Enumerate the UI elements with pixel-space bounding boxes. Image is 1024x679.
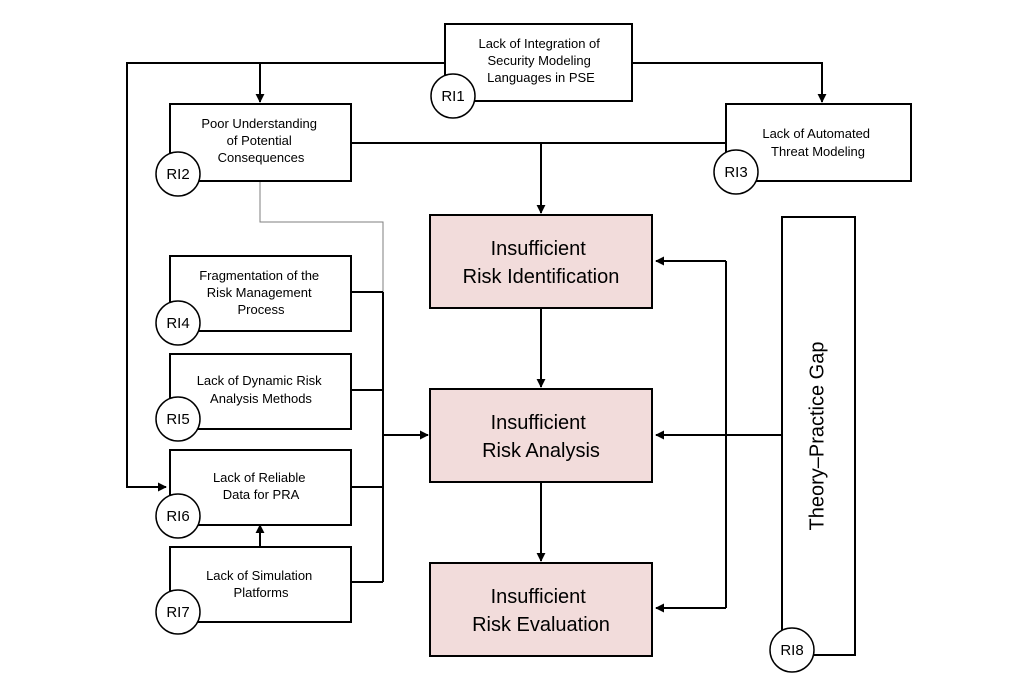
svg-text:Insufficient Risk Identi: Insufficient Risk Identification	[463, 238, 620, 288]
badge-ri7: RI7	[166, 604, 189, 621]
issue-ri1-line-3: Languages in PSE	[487, 70, 595, 85]
issue-box-ri7: Lack of Simulation Platforms RI7	[155, 546, 352, 635]
issue-ri6-line-2: Data for PRA	[223, 487, 300, 502]
issue-ri2-line-1: Poor Understanding	[201, 116, 317, 131]
issue-ri1-line-1: Lack of Integration of	[478, 36, 600, 51]
gap-label: Theory–Practice Gap	[806, 342, 828, 531]
issue-ri4-line-3: Process	[238, 302, 285, 317]
svg-text:Lack of Dynamic Risk Ana: Lack of Dynamic Risk Analysis Methods	[197, 373, 326, 406]
issue-ri2-line-3: Consequences	[218, 150, 305, 165]
badge-ri5: RI5	[166, 411, 189, 428]
badge-ri2: RI2	[166, 166, 189, 183]
svg-text:Poor Understanding of Po: Poor Understanding of Potential Conseque…	[201, 116, 320, 165]
svg-text:Lack of Automated Threat: Lack of Automated Threat Modeling	[762, 126, 873, 159]
issue-box-ri6: Lack of Reliable Data for PRA RI6	[155, 449, 352, 539]
issue-ri4-line-1: Fragmentation of the	[199, 268, 319, 283]
issue-ri7-line-2: Platforms	[234, 585, 289, 600]
issue-box-ri4: Fragmentation of the Risk Management Pro…	[155, 255, 352, 346]
svg-text:Lack of Simulation Platf: Lack of Simulation Platforms	[206, 568, 316, 600]
risk-box-analysis: Insufficient Risk Analysis	[429, 388, 653, 483]
risk-identification-line-2: Risk Identification	[463, 266, 620, 288]
risk-evaluation-line-2: Risk Evaluation	[472, 614, 610, 636]
risk-box-evaluation: Insufficient Risk Evaluation	[429, 562, 653, 657]
risk-analysis-line-1: Insufficient	[491, 412, 587, 434]
connectors	[126, 62, 827, 613]
badge-ri6: RI6	[166, 508, 189, 525]
svg-text:Insufficient Risk Analys: Insufficient Risk Analysis	[482, 412, 600, 462]
issue-ri5-line-1: Lack of Dynamic Risk	[197, 373, 322, 388]
issue-ri3-line-1: Lack of Automated	[762, 126, 870, 141]
badge-ri3: RI3	[724, 164, 747, 181]
svg-text:Fragmentation of the Ris: Fragmentation of the Risk Management Pro…	[199, 268, 323, 317]
issue-box-ri2: Poor Understanding of Potential Conseque…	[155, 103, 352, 197]
issue-box-ri3: Lack of Automated Threat Modeling RI3	[713, 103, 912, 195]
issue-ri2-line-2: of Potential	[227, 133, 292, 148]
risk-identification-line-1: Insufficient	[491, 238, 587, 260]
risk-analysis-line-2: Risk Analysis	[482, 440, 600, 462]
svg-text:Lack of Integration of S: Lack of Integration of Security Modeling…	[478, 36, 603, 85]
risk-evaluation-line-1: Insufficient	[491, 586, 587, 608]
issue-ri7-line-1: Lack of Simulation	[206, 568, 312, 583]
issue-ri4-line-2: Risk Management	[207, 285, 312, 300]
connector-ri1-to-ri3	[632, 62, 827, 103]
connector-ri2-thin	[259, 181, 384, 292]
issue-ri3-line-2: Threat Modeling	[771, 144, 865, 159]
badge-ri4: RI4	[166, 315, 189, 332]
connector-ri1-left	[126, 62, 445, 492]
gap-box: Theory–Practice Gap RI8	[769, 216, 856, 673]
badge-ri8: RI8	[780, 642, 803, 659]
issue-box-ri1: Lack of Integration of Security Modeling…	[430, 23, 633, 119]
risk-box-identification: Insufficient Risk Identification	[429, 214, 653, 309]
svg-text:Lack of Reliable Data fo: Lack of Reliable Data for PRA	[213, 470, 309, 502]
svg-text:Insufficient Risk Evalua: Insufficient Risk Evaluation	[472, 586, 610, 636]
issue-ri6-line-1: Lack of Reliable	[213, 470, 306, 485]
issue-ri1-line-2: Security Modeling	[488, 53, 591, 68]
issue-ri5-line-2: Analysis Methods	[210, 391, 312, 406]
badge-ri1: RI1	[441, 88, 464, 105]
issue-box-ri5: Lack of Dynamic Risk Analysis Methods RI…	[155, 353, 352, 442]
